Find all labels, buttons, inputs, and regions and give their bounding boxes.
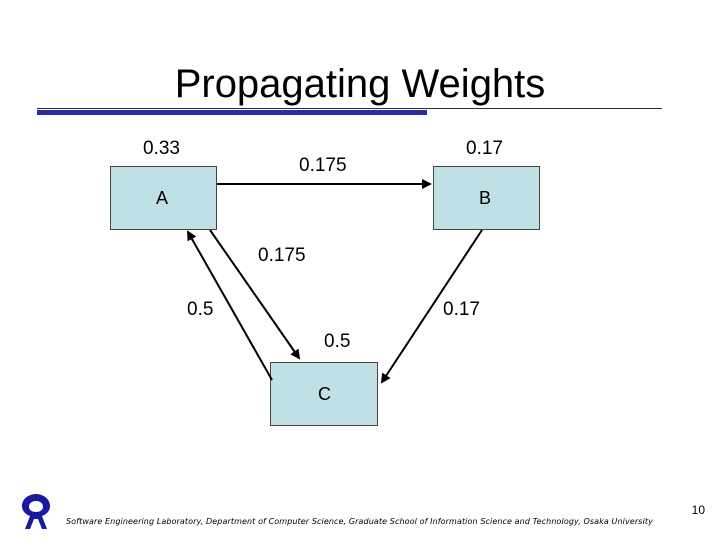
node-a-label: A: [156, 188, 169, 208]
edge-a-to-c-weight: 0.175: [258, 245, 306, 266]
edge-a-to-c: [209, 229, 301, 360]
osaka-university-logo-icon: [22, 494, 50, 529]
node-b: [433, 166, 540, 230]
node-b-weight: 0.17: [466, 138, 503, 159]
edge-b-to-c: [380, 229, 483, 384]
node-b-label: B: [479, 188, 492, 208]
edge-c-to-a-weight: 0.5: [187, 299, 214, 320]
title-divider-accent: [37, 110, 427, 115]
slide-title: Propagating Weights: [174, 62, 546, 106]
node-c-label: C: [318, 384, 331, 404]
edge-b-to-c-weight: 0.17: [443, 299, 480, 320]
footer-affiliation: Software Engineering Laboratory, Departm…: [66, 517, 653, 526]
title-divider-thin: [37, 108, 662, 109]
node-a-weight: 0.33: [143, 138, 180, 159]
edge-c-to-a: [187, 230, 273, 381]
page-number: 10: [691, 503, 705, 517]
edge-c-incoming-weight: 0.5: [324, 331, 351, 352]
edge-a-to-b-weight: 0.175: [299, 155, 347, 176]
node-c: [270, 362, 378, 426]
node-a: [110, 166, 217, 230]
